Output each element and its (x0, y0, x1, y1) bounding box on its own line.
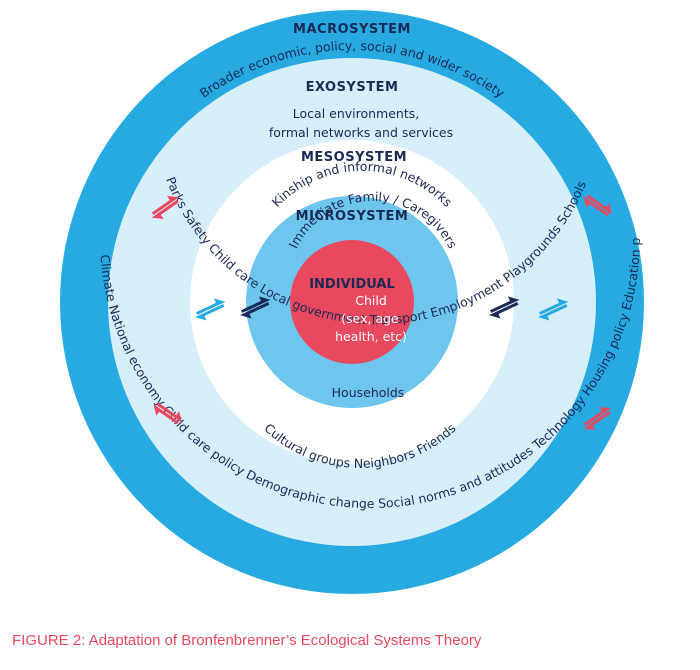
macrosystem-title: MACROSYSTEM (293, 22, 411, 37)
mesosystem-title: MESOSYSTEM (301, 150, 407, 165)
ecological-systems-diagram: MACROSYSTEM Broader economic, policy, so… (0, 0, 644, 594)
exosystem-title: EXOSYSTEM (306, 80, 399, 95)
exosystem-subtitle-line2: formal networks and services (269, 125, 453, 140)
individual-circle (290, 240, 414, 364)
individual-line2: (sex, age (341, 311, 399, 326)
microsystem-households-label: Households (332, 385, 405, 400)
individual-line1: Child (355, 293, 387, 308)
figure-caption: FIGURE 2: Adaptation of Bronfenbrenner’s… (12, 632, 482, 649)
individual-title: INDIVIDUAL (309, 277, 395, 292)
microsystem-title: MICROSYSTEM (296, 209, 409, 224)
individual-line3: health, etc) (335, 329, 407, 344)
exosystem-subtitle-line1: Local environments, (293, 106, 419, 121)
